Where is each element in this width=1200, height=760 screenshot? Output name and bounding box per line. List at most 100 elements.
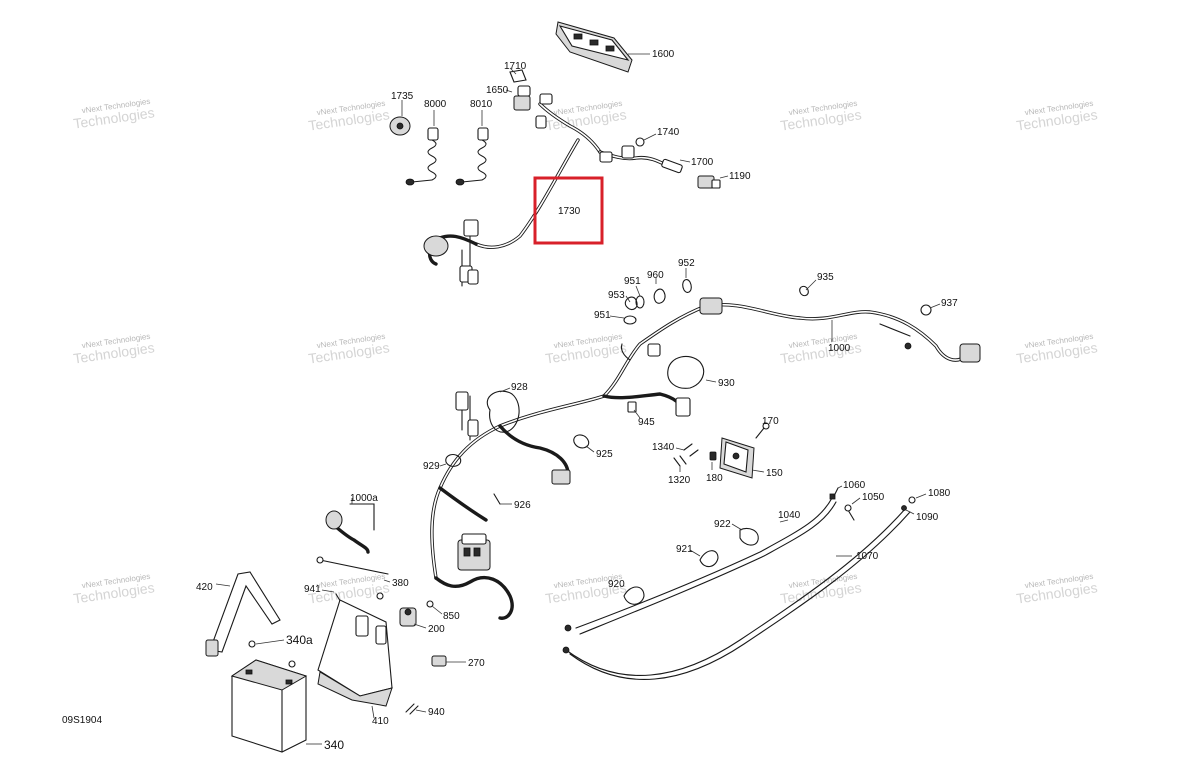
label-1040[interactable]: 1040 — [778, 510, 801, 521]
part-945-clip[interactable] — [627, 401, 641, 419]
label-340[interactable]: 340 — [324, 738, 344, 752]
label-1050[interactable]: 1050 — [862, 492, 885, 503]
part-340-battery[interactable] — [230, 659, 322, 753]
label-926[interactable]: 926 — [514, 500, 531, 511]
part-1000a-harness[interactable] — [325, 498, 375, 554]
label-1000[interactable]: 1000 — [828, 343, 851, 354]
label-1730[interactable]: 1730 — [558, 206, 581, 217]
part-921-boot[interactable] — [689, 549, 719, 568]
label-8010[interactable]: 8010 — [470, 99, 493, 110]
label-850[interactable]: 850 — [443, 611, 460, 622]
part-960-clip[interactable] — [653, 278, 666, 304]
label-1000a[interactable]: 1000a — [350, 493, 378, 504]
label-1190[interactable]: 1190 — [729, 171, 751, 182]
label-925[interactable]: 925 — [596, 449, 613, 460]
part-935-clip[interactable] — [799, 279, 817, 297]
part-922-boot[interactable] — [731, 523, 759, 546]
label-8000[interactable]: 8000 — [424, 99, 447, 110]
label-1060[interactable]: 1060 — [843, 480, 866, 491]
part-930-tie[interactable] — [667, 355, 717, 389]
part-420-strap[interactable] — [205, 571, 281, 657]
part-1340-screw[interactable] — [675, 443, 699, 457]
label-928[interactable]: 928 — [511, 382, 528, 393]
label-420[interactable]: 420 — [196, 582, 213, 593]
part-1600-gauge[interactable] — [555, 21, 650, 73]
part-340a-screw[interactable] — [248, 639, 296, 668]
part-1070-cable[interactable] — [562, 507, 911, 680]
label-922[interactable]: 922 — [714, 519, 731, 530]
label-920[interactable]: 920 — [608, 579, 625, 590]
label-1320[interactable]: 1320 — [668, 475, 691, 486]
part-1650-relay[interactable] — [505, 85, 531, 111]
label-945[interactable]: 945 — [638, 417, 655, 428]
part-180-washer[interactable] — [709, 451, 717, 470]
label-940[interactable]: 940 — [428, 707, 445, 718]
part-8010-tether[interactable] — [455, 110, 489, 186]
part-1700-connector[interactable] — [661, 158, 691, 174]
label-921[interactable]: 921 — [676, 544, 693, 555]
part-953-clip[interactable] — [624, 295, 638, 311]
label-1600[interactable]: 1600 — [652, 49, 675, 60]
part-1710-connector[interactable] — [509, 67, 527, 83]
label-180[interactable]: 180 — [706, 473, 723, 484]
watermark: vNext Technologies Technologies — [779, 99, 862, 134]
part-925-clip[interactable] — [573, 434, 595, 453]
label-340a[interactable]: 340a — [286, 633, 313, 647]
label-380[interactable]: 380 — [392, 578, 409, 589]
part-952-clip[interactable] — [682, 268, 692, 293]
part-1000-main-harness[interactable] — [430, 297, 981, 620]
label-1340[interactable]: 1340 — [652, 442, 675, 453]
label-1735[interactable]: 1735 — [391, 91, 414, 102]
part-150-module[interactable] — [719, 437, 765, 479]
label-270[interactable]: 270 — [468, 658, 485, 669]
label-953[interactable]: 953 — [608, 290, 625, 301]
label-410[interactable]: 410 — [372, 716, 389, 727]
part-380-bracket[interactable] — [316, 556, 391, 600]
part-951b-clip[interactable] — [609, 315, 637, 325]
part-1060-bolt[interactable] — [833, 485, 843, 497]
label-952[interactable]: 952 — [678, 258, 695, 269]
part-200-solenoid[interactable] — [399, 607, 427, 629]
part-170-bolt[interactable] — [755, 421, 770, 439]
label-170[interactable]: 170 — [762, 416, 779, 427]
part-8000-tether[interactable] — [405, 110, 439, 186]
part-926-pin[interactable] — [493, 493, 512, 505]
watermark: vNext Technologies Technologies — [1015, 332, 1098, 367]
label-1090[interactable]: 1090 — [916, 512, 939, 523]
label-941[interactable]: 941 — [304, 584, 321, 595]
part-920-boot[interactable] — [623, 586, 645, 605]
label-951-lower[interactable]: 951 — [594, 310, 611, 321]
label-200[interactable]: 200 — [428, 624, 445, 635]
label-1710[interactable]: 1710 — [504, 61, 527, 72]
label-1700[interactable]: 1700 — [691, 157, 714, 168]
part-1190-sensor[interactable] — [697, 175, 729, 189]
part-929-tie[interactable] — [439, 453, 462, 467]
part-850-screw[interactable] — [426, 600, 443, 615]
part-1050-bolt[interactable] — [844, 497, 861, 521]
label-1650[interactable]: 1650 — [486, 85, 509, 96]
part-1080-screw[interactable] — [908, 493, 927, 504]
label-930[interactable]: 930 — [718, 378, 735, 389]
part-1040-cable[interactable] — [564, 493, 837, 635]
label-929[interactable]: 929 — [423, 461, 440, 472]
part-270-fuse[interactable] — [431, 655, 466, 667]
label-960[interactable]: 960 — [647, 270, 664, 281]
part-1730-harness[interactable] — [423, 93, 674, 287]
part-1740-grommet[interactable] — [635, 133, 657, 147]
part-928-tie[interactable] — [486, 387, 520, 433]
watermark: vNext Technologies Technologies — [1015, 572, 1098, 607]
part-1090-washer[interactable] — [901, 505, 915, 515]
part-951a-clip[interactable] — [635, 285, 645, 309]
part-1320-nut[interactable] — [673, 455, 687, 472]
label-951-upper[interactable]: 951 — [624, 276, 641, 287]
label-1070[interactable]: 1070 — [856, 551, 879, 562]
part-937-clip[interactable] — [920, 303, 941, 316]
label-1740[interactable]: 1740 — [657, 127, 680, 138]
part-410-battery-tray[interactable] — [317, 599, 393, 719]
label-1080[interactable]: 1080 — [928, 488, 951, 499]
part-1735-switch[interactable] — [389, 100, 411, 136]
label-937[interactable]: 937 — [941, 298, 958, 309]
label-150[interactable]: 150 — [766, 468, 783, 479]
label-935[interactable]: 935 — [817, 272, 834, 283]
part-940-clip[interactable] — [405, 703, 427, 715]
